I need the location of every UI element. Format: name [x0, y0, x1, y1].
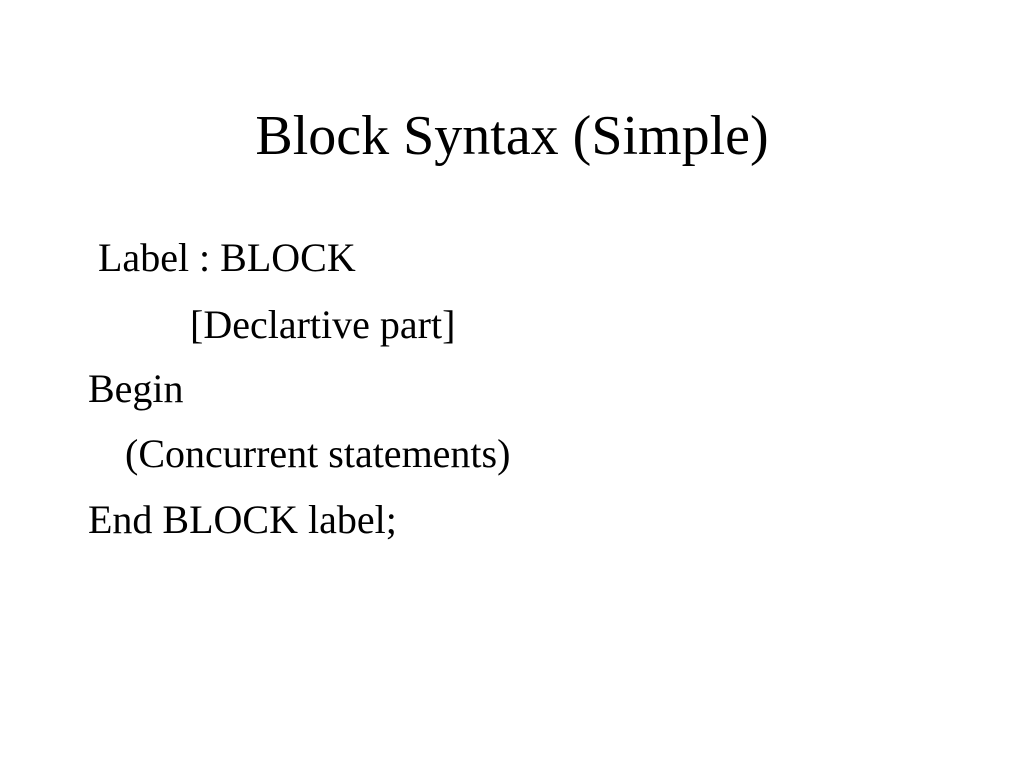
slide-title: Block Syntax (Simple)	[255, 105, 769, 167]
code-line-begin: Begin	[88, 366, 184, 411]
code-line-end-block: End BLOCK label;	[88, 497, 397, 542]
code-line-concurrent-statements: (Concurrent statements)	[125, 431, 511, 476]
code-line-declarative-part: [Declartive part]	[190, 302, 456, 347]
code-line-label-block: Label : BLOCK	[98, 235, 356, 280]
